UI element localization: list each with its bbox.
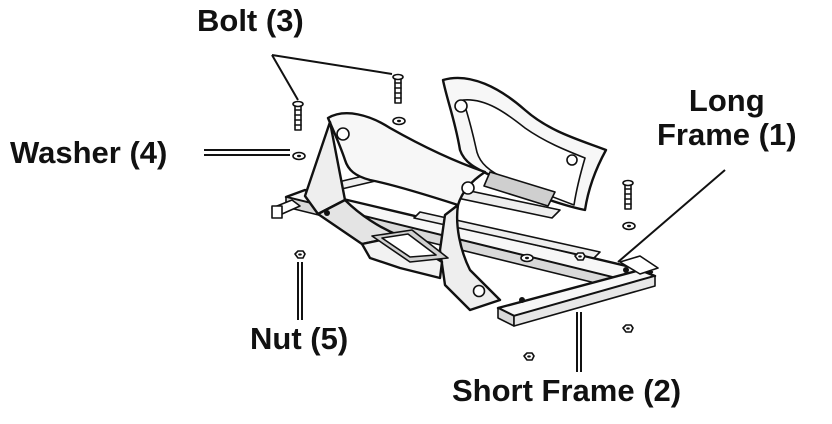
bolt-label: Bolt (3) [197,3,304,38]
nut-icon [574,252,586,261]
bolt-leader [271,54,299,101]
back-panel [441,76,608,212]
short-frame-label: Short Frame (2) [452,373,682,408]
bolt-icon [392,73,404,104]
bolt-icon [622,179,634,210]
washer-icon [622,221,636,231]
nut-icon [622,324,634,333]
washer-icon [392,116,406,126]
bolt-icon [292,100,304,131]
leader-lines [204,54,726,372]
bolt-leader [271,54,393,75]
long-frame-leader [617,169,726,263]
front-panel [303,112,502,312]
washer-icon [520,253,534,263]
nut-icon [294,250,306,259]
seat-panel [360,229,449,280]
long-frame-label-line2: Frame (1) [657,117,797,153]
washer-icon [292,151,306,161]
long-frame-label: Long Frame (1) [657,83,797,153]
short-frame [496,255,659,327]
washer-label: Washer (4) [10,135,168,170]
nut-label: Nut (5) [250,321,349,356]
long-frame-label-line1: Long [688,83,765,118]
nut-icon [523,352,535,361]
